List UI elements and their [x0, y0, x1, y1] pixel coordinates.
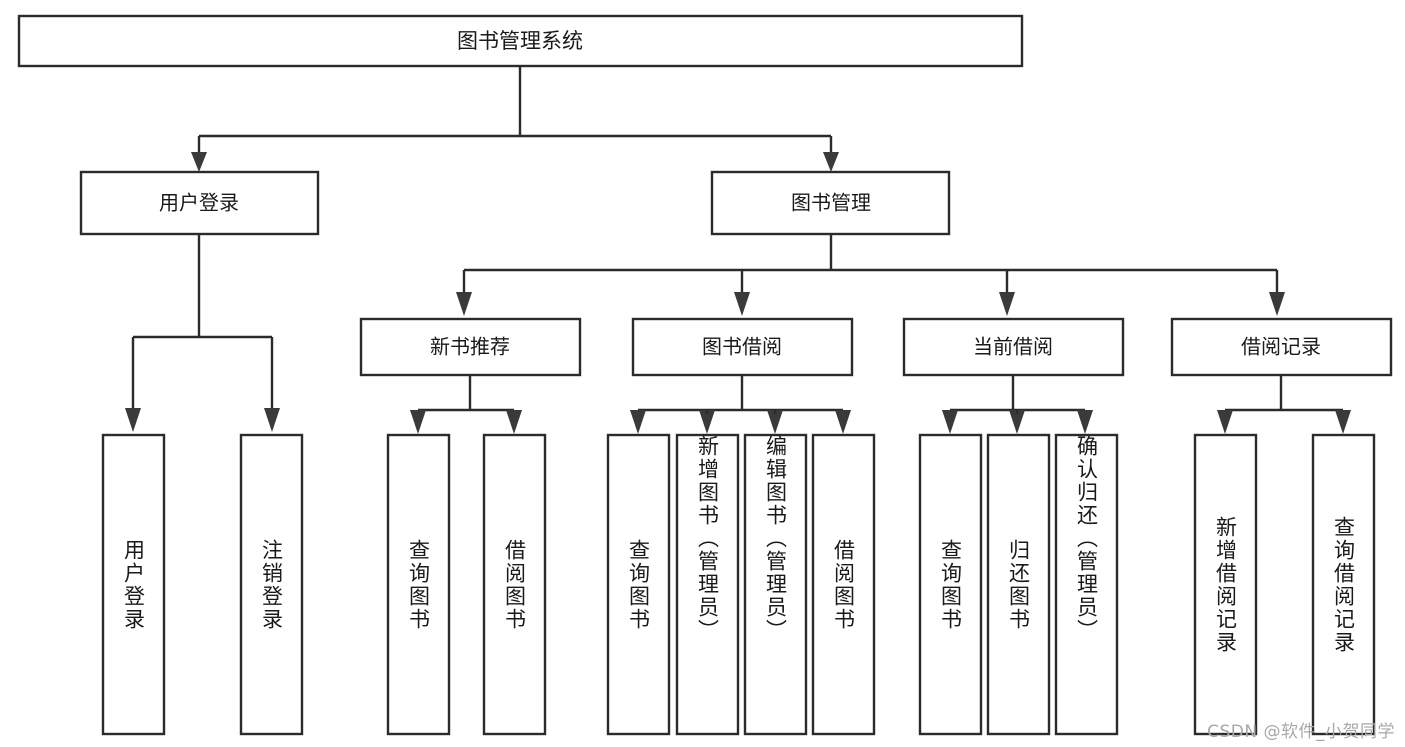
leaf-box-bb-borrow-book[interactable] [811, 433, 876, 736]
node-user-login-label: 用户登录 [159, 191, 239, 215]
leaf-box-logout[interactable] [239, 433, 304, 736]
node-current-borrow-label: 当前借阅 [973, 335, 1053, 359]
leaf-box-bb-edit-book[interactable] [743, 433, 808, 736]
node-root-system[interactable]: 图书管理系统 [17, 14, 1024, 68]
leaf-box-cb-query-book[interactable] [918, 433, 983, 736]
connector-book-borrow-to-leaves [630, 375, 851, 434]
leaf-box-br-add-record[interactable] [1193, 433, 1258, 736]
arrow-icon-book-borrow [734, 292, 750, 316]
node-borrow-record-box[interactable] [1170, 317, 1393, 377]
node-current-borrow-box[interactable] [902, 317, 1125, 377]
node-book-borrow-label: 图书借阅 [702, 335, 782, 359]
connector-new-book-to-leaves [410, 375, 522, 434]
connector-user-login-to-leaves [125, 234, 280, 432]
node-user-login-box[interactable] [79, 170, 320, 236]
arrow-icon-cb-confirm-return [1077, 410, 1093, 434]
leaf-box-br-query-record[interactable] [1311, 433, 1376, 736]
arrow-icon-bb-edit-book [767, 410, 783, 434]
leaf-box-bb-add-book[interactable] [675, 433, 740, 736]
arrow-icon-bb-borrow-book [835, 410, 851, 434]
node-book-manage-label: 图书管理 [791, 191, 871, 215]
node-new-book-recommend[interactable]: 新书推荐 [359, 317, 582, 377]
connector-root-to-level2 [191, 66, 839, 172]
connector-borrow-record-to-leaves [1217, 375, 1351, 434]
arrow-icon-cb-query-book [942, 410, 958, 434]
arrow-icon-nb-borrow-book [506, 410, 522, 434]
connector-current-borrow-to-leaves [942, 375, 1093, 434]
connector-book-manage-to-level3 [456, 234, 1285, 316]
arrow-icon-cb-return-book [1009, 410, 1025, 434]
arrow-icon-leaf-logout [264, 408, 280, 432]
leaf-box-nb-borrow-book[interactable] [482, 433, 547, 736]
node-borrow-record[interactable]: 借阅记录 [1170, 317, 1393, 377]
arrow-icon-borrow-record [1269, 292, 1285, 316]
node-book-manage[interactable]: 图书管理 [710, 170, 951, 236]
node-borrow-record-label: 借阅记录 [1241, 335, 1321, 359]
node-new-book-recommend-box[interactable] [359, 317, 582, 377]
leaf-box-cb-return-book[interactable] [986, 433, 1051, 736]
watermark-text: CSDN @软件_小贺同学 [1207, 722, 1395, 742]
arrow-icon-current-borrow [999, 292, 1015, 316]
arrow-icon-br-query-record [1335, 410, 1351, 434]
leaf-box-cb-confirm-return[interactable] [1054, 433, 1119, 736]
arrow-icon-bb-add-book [699, 410, 715, 434]
arrow-icon-user-login [191, 152, 207, 172]
arrow-icon-br-add-record [1217, 410, 1233, 434]
arrow-icon-nb-query-book [410, 410, 426, 434]
node-book-borrow-box[interactable] [631, 317, 854, 377]
node-root-system-box[interactable] [17, 14, 1024, 68]
arrow-icon-new-book [456, 292, 472, 316]
arrow-icon-leaf-user-login [125, 408, 141, 432]
node-new-book-recommend-label: 新书推荐 [430, 335, 510, 359]
node-user-login[interactable]: 用户登录 [79, 170, 320, 236]
leaf-boxes [101, 433, 1376, 736]
leaf-box-nb-query-book[interactable] [386, 433, 451, 736]
node-book-borrow[interactable]: 图书借阅 [631, 317, 854, 377]
arrow-icon-bb-query-book [630, 410, 646, 434]
node-current-borrow[interactable]: 当前借阅 [902, 317, 1125, 377]
leaf-box-user-login[interactable] [101, 433, 166, 736]
leaf-box-bb-query-book[interactable] [606, 433, 671, 736]
node-book-manage-box[interactable] [710, 170, 951, 236]
node-root-system-label: 图书管理系统 [457, 29, 583, 53]
arrow-icon-book-manage [823, 152, 839, 172]
